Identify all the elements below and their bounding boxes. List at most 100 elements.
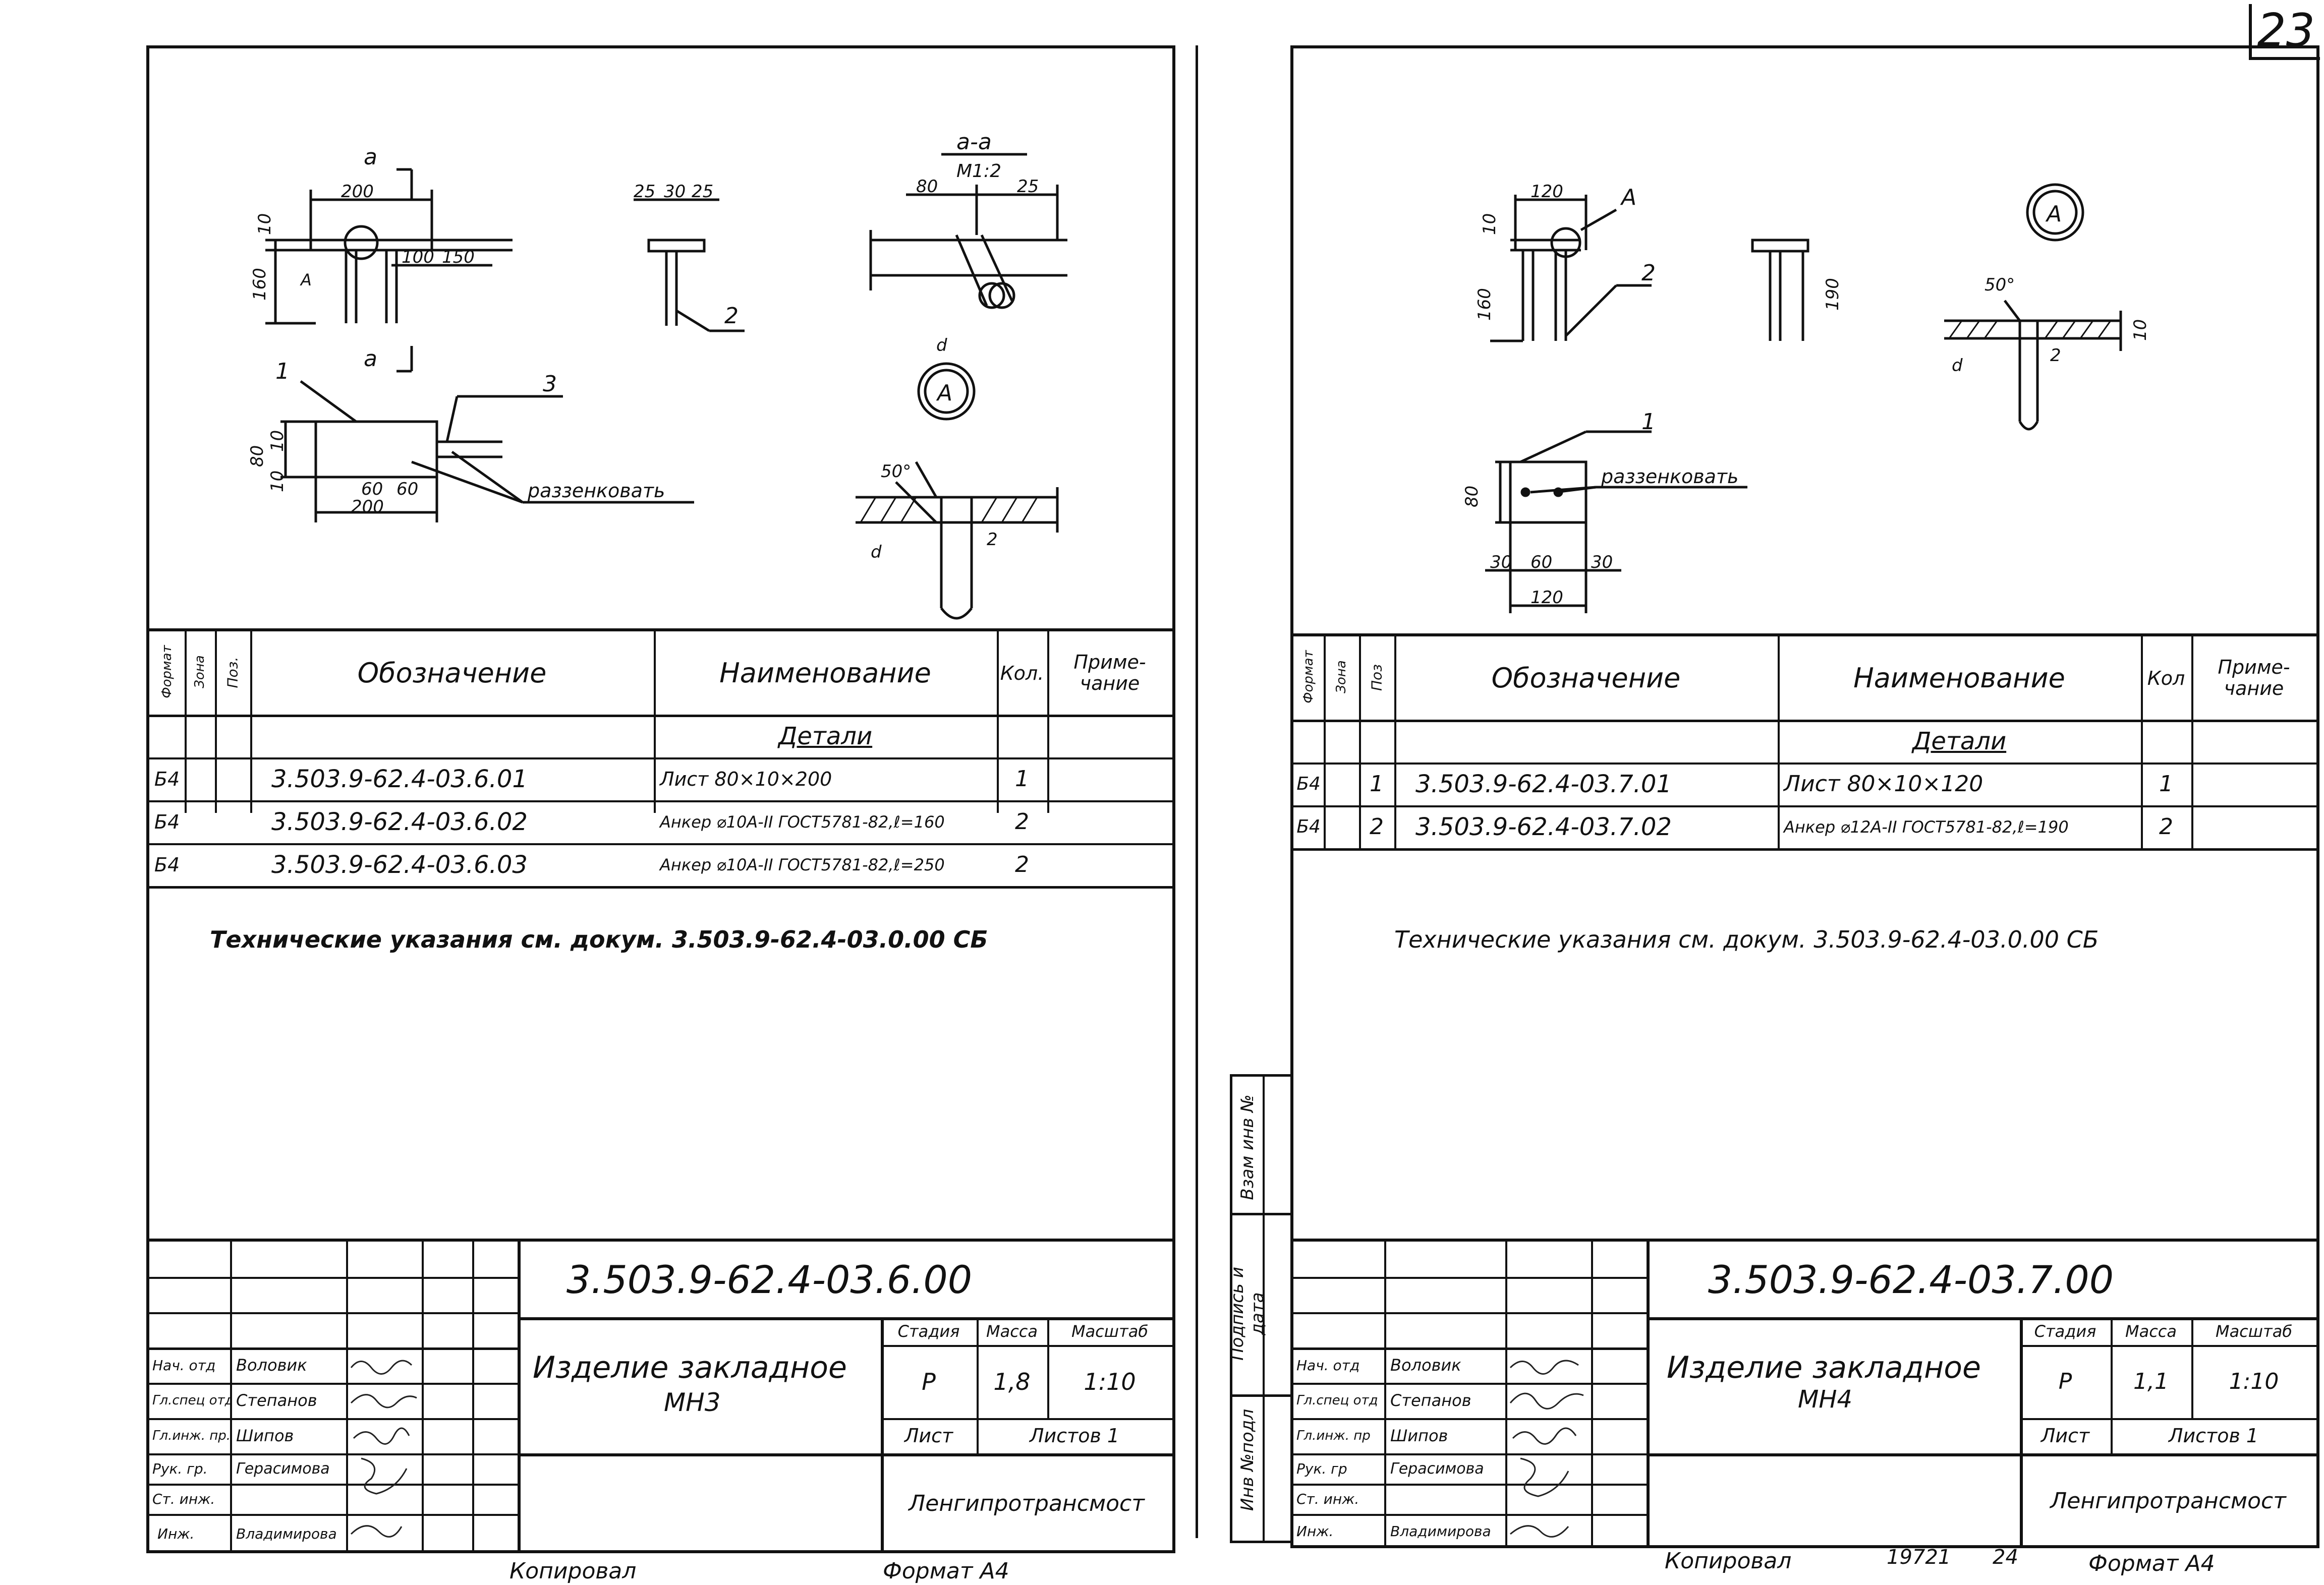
staff-role-1: Нач. отд <box>152 1357 216 1374</box>
staff-name-5-r <box>1384 1484 1505 1514</box>
header-pos: Поз. <box>224 657 241 688</box>
spec-section-title: Детали <box>778 722 873 750</box>
dim-10: 10 <box>255 213 275 235</box>
row2-designation-r: 3.503.9-62.4-03.7.02 <box>1415 812 1672 841</box>
section-mark-bottom: a <box>364 346 377 372</box>
mass-value-left: 1,8 <box>993 1368 1031 1395</box>
header-designation: Обозначение <box>357 657 547 689</box>
sheet-left: 200 10 160 100 150 25 30 25 80 25 10 80 … <box>146 45 1175 1553</box>
mass-label-right: Масса <box>2125 1321 2177 1341</box>
dim-d-r: d <box>1952 356 1963 376</box>
row3-designation: 3.503.9-62.4-03.6.03 <box>271 850 528 879</box>
footer-format-right: Формат А4 <box>2088 1551 2215 1576</box>
dim-160-r: 160 <box>1475 288 1495 321</box>
signatures-left <box>350 1360 417 1538</box>
row2-designation: 3.503.9-62.4-03.6.02 <box>271 807 528 836</box>
staff-name-1: Воловик <box>236 1356 307 1375</box>
pos-label-3: 3 <box>543 371 557 397</box>
pos-label-1-r: 1 <box>1641 409 1656 435</box>
row1-qty: 1 <box>1015 766 1029 792</box>
technical-drawing-right: 120 10 160 190 50° 10 d 2 80 30 60 30 12… <box>1462 182 2150 613</box>
header-zone-r: Зона <box>1334 660 1349 693</box>
dim-150: 150 <box>442 247 475 267</box>
row1-name-r: Лист 80×10×120 <box>1784 771 1983 797</box>
dim-30a-r: 30 <box>1490 552 1512 572</box>
staff-name-4: Герасимова <box>236 1459 330 1478</box>
dim-50deg: 50° <box>881 461 911 482</box>
doc-mark-right: МН4 <box>1798 1385 1853 1414</box>
row2-qty: 2 <box>1015 809 1029 835</box>
scale-value-left: 1:10 <box>1084 1368 1136 1395</box>
dim-25a: 25 <box>634 182 655 202</box>
header-name-r: Наименование <box>1853 662 2065 694</box>
dim-120-plan-r: 120 <box>1531 588 1563 608</box>
stamp-replace-inventory: Взам инв № <box>1237 1094 1258 1200</box>
footer-number2-right: 24 <box>1993 1546 2018 1569</box>
row2-qty-r: 2 <box>2159 814 2173 840</box>
row2-name-r: Анкер ⌀12А-II ГОСТ5781-82,ℓ=190 <box>1784 817 2069 837</box>
staff-role-6: Инж. <box>157 1525 195 1542</box>
scale-label-right: Масштаб <box>2215 1321 2293 1341</box>
dim-10-plan: 10 <box>267 430 288 452</box>
pos-label-2-r: 2 <box>1641 260 1656 286</box>
row3-qty: 2 <box>1015 852 1029 877</box>
header-qty-r: Кол <box>2147 667 2185 689</box>
org-right: Ленгипротрансмост <box>2050 1488 2286 1514</box>
row2-format-r: Б4 <box>1296 816 1321 837</box>
footer-number-right: 19721 <box>1887 1546 1951 1569</box>
stamp-signature-date: Подпись и дата <box>1227 1267 1268 1361</box>
mass-label-left: Масса <box>986 1321 1038 1341</box>
dim-30b-r: 30 <box>1591 552 1613 572</box>
row1-format-r: Б4 <box>1296 774 1321 794</box>
signatures-right <box>1509 1360 1584 1538</box>
row1-format: Б4 <box>154 768 180 790</box>
sheets-count-left: Листов 1 <box>1029 1425 1120 1447</box>
dim-200-top: 200 <box>341 182 374 202</box>
header-note: Приме-чание <box>1073 651 1146 694</box>
stamp-inventory-original: Инв №подл <box>1237 1408 1258 1511</box>
dim-120-top: 120 <box>1531 182 1563 202</box>
staff-role-4-r: Рук. гр <box>1296 1460 1347 1477</box>
dim-80-section: 80 <box>916 177 938 197</box>
staff-name-3: Шипов <box>236 1426 294 1445</box>
dim-10-node: 10 <box>2130 319 2150 341</box>
stage-value-right: Р <box>2058 1369 2072 1394</box>
title-block-right: 3.503.9-62.4-03.7.00 Изделие закладное М… <box>1293 1239 2316 1548</box>
section-title: а-а <box>956 129 992 155</box>
sheets-count-right: Листов 1 <box>2168 1425 2259 1447</box>
sheet-divider <box>1196 45 1198 1538</box>
dim-60a: 60 <box>361 479 383 499</box>
dim-60-r: 60 <box>1531 552 1552 572</box>
doc-mark-left: МН3 <box>664 1388 721 1417</box>
vertical-stamp-strip: Инв №подл Подпись и дата Взам инв № <box>1227 1074 1290 1543</box>
staff-name-6: Владимирова <box>236 1525 337 1542</box>
dim-25b: 25 <box>692 182 713 202</box>
node-label-circle-r: А <box>2045 201 2062 227</box>
row3-format: Б4 <box>154 853 180 876</box>
staff-name-1-r: Воловик <box>1390 1356 1461 1375</box>
sheet-label-left: Лист <box>904 1425 953 1447</box>
staff-role-5-r: Ст. инж. <box>1296 1490 1359 1507</box>
pos-label-2: 2 <box>724 303 739 329</box>
header-qty: Кол. <box>1000 662 1044 684</box>
note-countersink-r: раззенковать <box>1601 465 1738 488</box>
node-label-circle: А <box>936 380 952 406</box>
staff-role-3: Гл.инж. пр. <box>152 1428 230 1443</box>
staff-role-3-r: Гл.инж. пр <box>1296 1428 1371 1443</box>
dim-190: 190 <box>1823 278 1843 311</box>
header-format-r: Формат <box>1301 650 1316 703</box>
row1-name: Лист 80×10×200 <box>660 768 832 790</box>
staff-role-1-r: Нач. отд <box>1296 1357 1360 1374</box>
stage-value-left: Р <box>922 1368 936 1395</box>
doc-title-left: Изделие закладное <box>533 1350 847 1385</box>
row1-qty-r: 1 <box>2159 771 2173 797</box>
footer-copied-left: Копировал <box>509 1558 637 1584</box>
pos-label-1: 1 <box>275 359 290 384</box>
staff-name-6-r: Владимирова <box>1390 1522 1491 1540</box>
row1-pos-r: 1 <box>1370 771 1384 797</box>
header-pos-r: Поз <box>1368 664 1385 691</box>
row2-format: Б4 <box>154 810 180 833</box>
staff-role-5: Ст. инж. <box>152 1490 215 1507</box>
dim-10-plan-b: 10 <box>267 471 288 492</box>
spec-table-left: Формат Зона Поз. Обозначение Наименовани… <box>149 628 1172 889</box>
